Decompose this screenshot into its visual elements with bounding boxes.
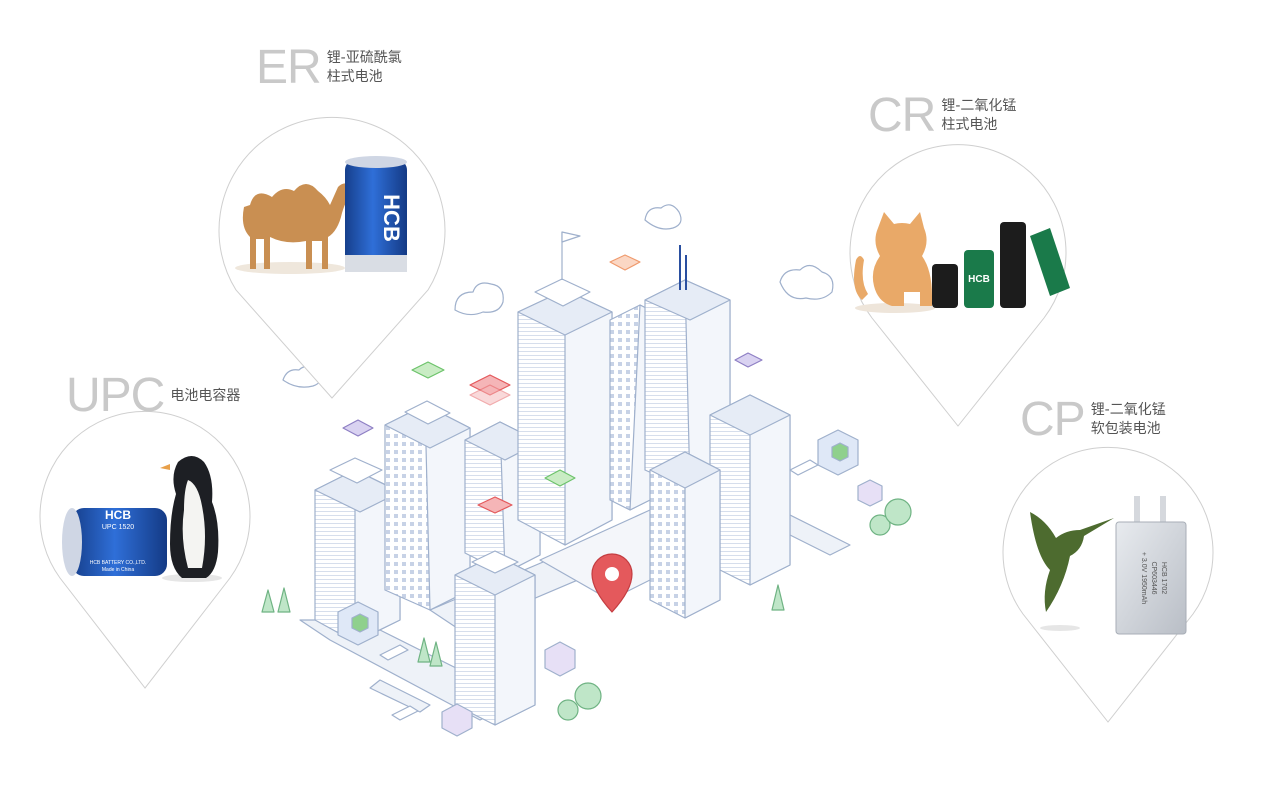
cr-desc-line-2: 柱式电池 (941, 117, 998, 133)
er-label[interactable]: ER 锂-亚硫酰氯 柱式电池 (256, 44, 402, 92)
building-front (454, 550, 536, 726)
cp-desc-line-1: 锂-二氧化锰 (1090, 402, 1166, 418)
er-battery-image: HCB (345, 156, 407, 272)
floating-icon-red-2 (477, 496, 513, 514)
upc-bubble[interactable]: HCB UPC 1520 HCB BATTERY CO.,LTD. Made i… (39, 410, 251, 689)
er-abbr: ER (256, 41, 322, 94)
cp-desc-line-2: 软包装电池 (1090, 421, 1161, 437)
cr-battery-logo: HCB (968, 274, 990, 285)
cr-desc-line-1: 锂-二氧化锰 (941, 98, 1017, 114)
floating-icon-red (469, 374, 511, 406)
cp-bubble[interactable]: HCB 1702 CP603446 + 3.0V 1950mAh (1002, 446, 1214, 723)
upc-battery-origin: Made in China (102, 567, 134, 573)
camel-image (235, 183, 352, 274)
upc-label[interactable]: UPC 电池电容器 (66, 372, 240, 420)
upc-desc-line-1: 电池电容器 (170, 387, 241, 404)
er-desc: 锂-亚硫酰氯 柱式电池 (327, 49, 402, 87)
building-tower-tall (517, 231, 613, 546)
upc-battery-model: UPC 1520 (102, 524, 134, 531)
er-desc-line-1: 锂-亚硫酰氯 (326, 50, 402, 66)
cp-battery-line-2: CP603446 (1150, 561, 1157, 594)
building-front-right (649, 451, 721, 619)
cp-battery-line-3: + 3.0V 1950mAh (1140, 552, 1147, 604)
cp-battery-line-1: HCB 1702 (1160, 562, 1167, 594)
cr-abbr: CR (868, 89, 936, 142)
upc-desc: 电池电容器 (170, 387, 240, 406)
floating-icon-green (411, 361, 576, 487)
cars (379, 459, 819, 721)
cat-image (854, 212, 935, 313)
hummingbird-image (1030, 512, 1114, 631)
upc-battery-maker: HCB BATTERY CO.,LTD. (90, 560, 147, 566)
cr-desc: 锂-二氧化锰 柱式电池 (941, 97, 1016, 135)
city-illustration (261, 204, 912, 737)
cp-pouch-battery-image: HCB 1702 CP603446 + 3.0V 1950mAh (1115, 496, 1187, 635)
upc-battery-brand: HCB (105, 508, 131, 522)
er-bubble[interactable]: HCB (218, 116, 446, 399)
floating-icon-purple (342, 352, 763, 437)
building-right (709, 394, 791, 586)
upc-battery-image: HCB UPC 1520 HCB BATTERY CO.,LTD. Made i… (62, 508, 167, 576)
er-battery-logo: HCB (379, 194, 404, 242)
cr-label[interactable]: CR 锂-二氧化锰 柱式电池 (868, 92, 1016, 140)
location-pin-icon (591, 553, 633, 613)
floating-icon-orange (609, 254, 641, 271)
penguin-image (160, 456, 222, 582)
er-desc-line-2: 柱式电池 (326, 69, 383, 85)
cr-bubble[interactable]: HCB (849, 144, 1070, 427)
cp-desc: 锂-二氧化锰 软包装电池 (1091, 401, 1166, 439)
cube-markers (337, 429, 883, 737)
cr-batteries-image: HCB (932, 222, 1070, 308)
trees (261, 498, 912, 721)
cp-abbr: CP (1020, 393, 1086, 446)
cp-label[interactable]: CP 锂-二氧化锰 软包装电池 (1020, 396, 1166, 444)
upc-abbr: UPC (66, 369, 165, 422)
